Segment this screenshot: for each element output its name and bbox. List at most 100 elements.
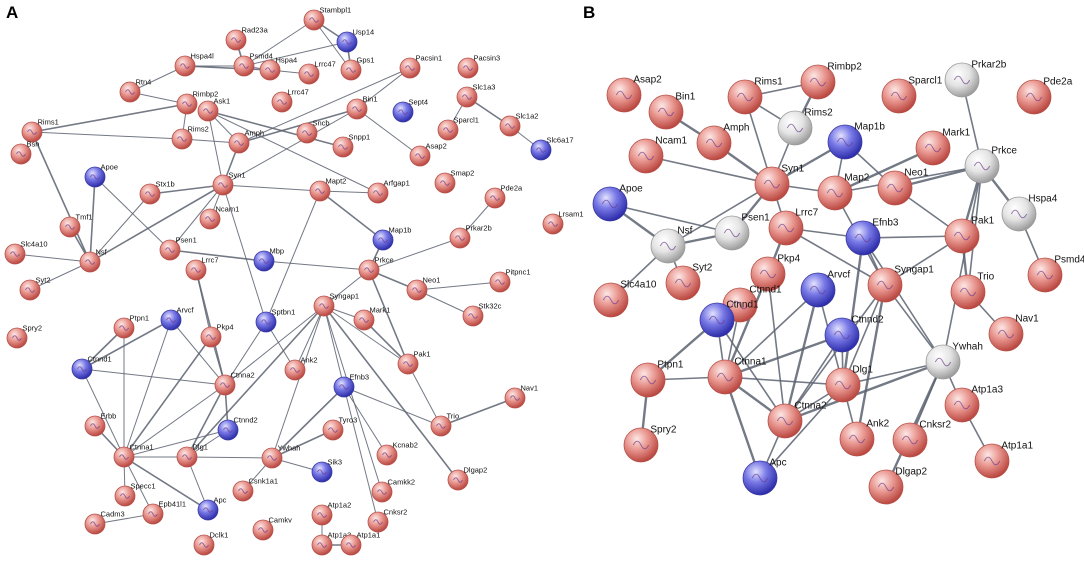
node-b-slc4a10[interactable]: Slc4a10 bbox=[593, 279, 657, 318]
node-a-csnk1a1[interactable]: Csnk1a1 bbox=[232, 477, 278, 502]
node-b-amph[interactable]: Amph bbox=[696, 122, 749, 161]
node-a-pitpnc1[interactable]: Pitpnc1 bbox=[489, 268, 531, 293]
node-b-rims1[interactable]: Rims1 bbox=[727, 76, 783, 115]
node-a-lrrc47b[interactable]: Lrrc47 bbox=[271, 88, 309, 113]
node-a-sptbn1[interactable]: Sptbn1 bbox=[255, 308, 295, 333]
node-b-ywhah[interactable]: Ywhah bbox=[925, 341, 983, 380]
node-a-erbb[interactable]: Erbb bbox=[84, 412, 116, 437]
node-a-lrsam1[interactable]: Lrsam1 bbox=[542, 210, 584, 235]
node-b-apoe[interactable]: Apoe bbox=[592, 183, 643, 222]
node-a-nsf[interactable]: Nsf bbox=[79, 248, 108, 273]
node-a-pak1[interactable]: Pak1 bbox=[397, 350, 431, 375]
node-a-rims2[interactable]: Rims2 bbox=[171, 125, 209, 150]
node-b-apc[interactable]: Apc bbox=[742, 457, 787, 496]
node-a-ctnnd2[interactable]: Ctnnd2 bbox=[217, 416, 258, 441]
node-b-rimbp2[interactable]: Rimbp2 bbox=[800, 61, 862, 100]
node-a-stambpl1[interactable]: Stambpl1 bbox=[303, 6, 351, 31]
node-b-ctnna2[interactable]: Ctnna2 bbox=[767, 400, 827, 439]
node-b-ctnna1[interactable]: Ctnna1 bbox=[707, 356, 767, 395]
node-b-pde2a[interactable]: Pde2a bbox=[1016, 76, 1073, 115]
node-a-neo1[interactable]: Neo1 bbox=[406, 276, 440, 301]
node-b-atp1a1[interactable]: Atp1a1 bbox=[974, 440, 1033, 479]
node-a-stk32c[interactable]: Stk32c bbox=[462, 302, 502, 327]
node-b-prkce[interactable]: Prkce bbox=[964, 145, 1017, 184]
node-b-atp1a3[interactable]: Atp1a3 bbox=[944, 384, 1003, 423]
node-a-cnksr2[interactable]: Cnksr2 bbox=[367, 508, 407, 533]
node-a-ptpn1[interactable]: Ptpn1 bbox=[113, 314, 149, 339]
node-a-cadm3[interactable]: Cadm3 bbox=[84, 510, 125, 535]
node-a-psmd4[interactable]: Psmd4 bbox=[233, 52, 273, 77]
node-a-slc4a10[interactable]: Slc4a10 bbox=[4, 240, 48, 265]
node-a-sparcl1[interactable]: Sparcl1 bbox=[437, 116, 479, 141]
node-a-hspa4l[interactable]: Hspa4l bbox=[174, 52, 214, 77]
node-b-psmd4[interactable]: Psmd4 bbox=[1027, 254, 1084, 293]
node-b-prkar2b[interactable]: Prkar2b bbox=[944, 59, 1007, 98]
node-a-syt2[interactable]: Syt2 bbox=[19, 276, 51, 301]
node-b-dlgap2[interactable]: Dlgap2 bbox=[868, 466, 927, 505]
node-a-trio[interactable]: Trio bbox=[430, 412, 459, 437]
node-a-pacsin3[interactable]: Pacsin3 bbox=[457, 54, 500, 79]
node-a-lrrc7[interactable]: Lrrc7 bbox=[185, 256, 219, 281]
node-a-efnb3[interactable]: Efnb3 bbox=[333, 373, 369, 398]
node-b-asap2[interactable]: Asap2 bbox=[606, 74, 662, 113]
node-b-bin1[interactable]: Bin1 bbox=[648, 91, 696, 130]
node-a-slc1a2[interactable]: Slc1a2 bbox=[499, 112, 538, 137]
node-a-arvcf[interactable]: Arvcf bbox=[160, 306, 195, 331]
node-a-rtn4[interactable]: Rtn4 bbox=[119, 78, 151, 103]
node-a-pacsin1[interactable]: Pacsin1 bbox=[399, 54, 442, 79]
node-a-sncb[interactable]: Sncb bbox=[296, 119, 330, 144]
node-a-atp1a2[interactable]: Atp1a2 bbox=[311, 501, 351, 526]
node-a-amph[interactable]: Amph bbox=[228, 129, 264, 154]
node-a-apoe[interactable]: Apoe bbox=[84, 163, 118, 188]
node-a-apc[interactable]: Apc bbox=[197, 496, 227, 521]
node-a-slc1a3[interactable]: Slc1a3 bbox=[456, 83, 495, 108]
node-a-rimbp2[interactable]: Rimbp2 bbox=[176, 90, 218, 115]
node-a-syngap1[interactable]: Syngap1 bbox=[313, 292, 359, 317]
node-a-map1b[interactable]: Map1b bbox=[372, 226, 411, 251]
node-a-epb41l1[interactable]: Epb41l1 bbox=[142, 500, 186, 525]
node-a-slc6a17[interactable]: Slc6a17 bbox=[530, 136, 574, 161]
node-a-ncam1[interactable]: Ncam1 bbox=[199, 205, 239, 230]
node-a-atp1a3[interactable]: Atp1a3 bbox=[311, 531, 351, 556]
node-b-map2[interactable]: Map2 bbox=[817, 172, 870, 211]
node-b-lrrc7[interactable]: Lrrc7 bbox=[768, 207, 819, 246]
node-b-psen1[interactable]: Psen1 bbox=[714, 212, 770, 251]
node-b-pak1[interactable]: Pak1 bbox=[944, 215, 995, 254]
node-a-prkar2b[interactable]: Prkar2b bbox=[449, 224, 492, 249]
node-a-lrrc47[interactable]: Lrrc47 bbox=[298, 60, 336, 85]
node-b-cnksr2[interactable]: Cnksr2 bbox=[892, 419, 951, 458]
node-a-specc1[interactable]: Specc1 bbox=[114, 482, 156, 507]
node-a-psen1[interactable]: Psen1 bbox=[159, 236, 197, 261]
node-b-neo1[interactable]: Neo1 bbox=[877, 167, 929, 206]
node-a-nav1[interactable]: Nav1 bbox=[504, 384, 538, 409]
node-a-arfgap1[interactable]: Arfgap1 bbox=[367, 179, 410, 204]
node-b-sparcl1[interactable]: Sparcl1 bbox=[881, 75, 943, 114]
node-a-stx1b[interactable]: Stx1b bbox=[139, 180, 175, 205]
node-a-smap2[interactable]: Smap2 bbox=[434, 169, 474, 194]
node-a-ctnnd1[interactable]: Ctnnd1 bbox=[71, 355, 112, 380]
node-a-dlgap2[interactable]: Dlgap2 bbox=[447, 466, 487, 491]
node-b-efnb3[interactable]: Efnb3 bbox=[845, 217, 899, 256]
node-a-mapt2[interactable]: Mapt2 bbox=[309, 177, 346, 202]
node-a-snpp1[interactable]: Snpp1 bbox=[332, 133, 370, 158]
node-b-map1b[interactable]: Map1b bbox=[827, 121, 885, 160]
node-b-nav1[interactable]: Nav1 bbox=[988, 313, 1039, 352]
node-a-tyro3[interactable]: Tyro3 bbox=[322, 416, 357, 441]
node-a-spry2[interactable]: Spry2 bbox=[6, 324, 42, 349]
node-b-ctnnd1b[interactable]: Ctnnd1 bbox=[699, 299, 759, 338]
node-b-spry2[interactable]: Spry2 bbox=[623, 424, 677, 463]
node-b-rims2[interactable]: Rims2 bbox=[777, 107, 833, 146]
node-b-pkp4[interactable]: Pkp4 bbox=[750, 253, 801, 292]
node-a-bsn[interactable]: Bsn bbox=[10, 140, 39, 165]
node-a-rims1[interactable]: Rims1 bbox=[21, 118, 59, 143]
node-a-asap2[interactable]: Asap2 bbox=[409, 142, 447, 167]
node-a-dlg1[interactable]: Dlg1 bbox=[176, 443, 208, 468]
node-a-usp14[interactable]: Usp14 bbox=[336, 28, 374, 53]
node-a-gps1[interactable]: Gps1 bbox=[340, 56, 374, 81]
node-a-sept4[interactable]: Sept4 bbox=[392, 98, 428, 123]
node-b-ctnnd2[interactable]: Ctnnd2 bbox=[824, 314, 884, 353]
node-a-atp1a1[interactable]: Atp1a1 bbox=[340, 531, 380, 556]
node-b-syngap1[interactable]: Syngap1 bbox=[867, 264, 934, 303]
node-b-syt2[interactable]: Syt2 bbox=[665, 262, 713, 301]
node-b-syn1[interactable]: Syn1 bbox=[754, 163, 805, 202]
